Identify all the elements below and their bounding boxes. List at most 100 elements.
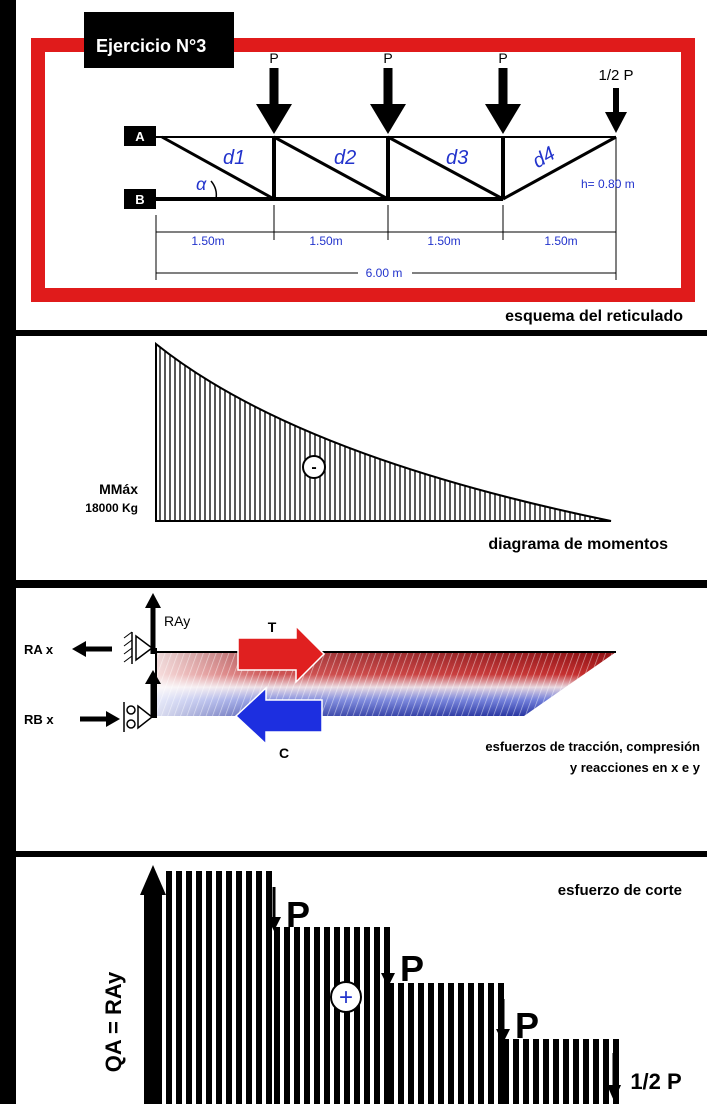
shear-load-arrow-half	[607, 1053, 621, 1101]
shear-load-arrow-3	[496, 999, 510, 1043]
shear-bar	[498, 983, 504, 1104]
stress-diagram-panel: RAy RA x	[16, 588, 707, 851]
shear-bar	[553, 1039, 559, 1104]
rbx-arrow	[80, 711, 120, 727]
shear-bar	[374, 927, 380, 1104]
load-arrow-3	[485, 68, 521, 134]
title-box	[84, 12, 234, 68]
support-b-icon	[123, 702, 154, 732]
shear-load-label-3: P	[515, 1005, 539, 1046]
shear-load-arrow-2	[381, 943, 395, 987]
shear-load-arrow-1	[267, 887, 281, 931]
shear-bar	[196, 871, 202, 1104]
compression-arrow	[234, 686, 323, 746]
shear-bar	[236, 871, 242, 1104]
shear-bar	[418, 983, 424, 1104]
total-label-bg	[358, 264, 412, 280]
shear-bar	[246, 871, 252, 1104]
panel3-caption-line1: esfuerzos de tracción, compresión	[485, 739, 700, 754]
node-a-box	[124, 126, 156, 146]
diagonal-d2	[273, 135, 389, 201]
load-label-2: P	[383, 50, 392, 66]
shear-bar	[384, 927, 390, 1104]
shear-bar	[583, 1039, 589, 1104]
shear-bar	[448, 983, 454, 1104]
shear-bar	[428, 983, 434, 1104]
shear-bar	[274, 927, 280, 1104]
shear-bar	[398, 983, 404, 1104]
shear-sign-circle	[330, 981, 362, 1013]
compression-label: C	[279, 745, 289, 761]
node-a-label: A	[135, 129, 145, 144]
span-label-2: 1.50m	[309, 234, 342, 248]
tension-label: T	[268, 619, 277, 635]
panel2-caption: diagrama de momentos	[488, 536, 668, 553]
title-text: Ejercicio N°3	[96, 36, 206, 56]
mmax-value: 18000 Kg	[85, 501, 138, 515]
support-a-icon	[123, 631, 154, 664]
shear-bar	[176, 871, 182, 1104]
rby-arrow	[145, 670, 161, 718]
shear-bar	[294, 927, 300, 1104]
shear-bar	[603, 1039, 609, 1104]
shear-bar	[284, 927, 290, 1104]
qa-label: QA = RAy	[101, 971, 126, 1072]
shear-bar	[408, 983, 414, 1104]
angle-arc	[210, 180, 218, 200]
moment-diagram-panel: - MMáx 18000 Kg diagrama de momentos	[16, 336, 707, 580]
label-d3: d3	[446, 147, 468, 169]
shear-load-label-half: 1/2 P	[630, 1069, 681, 1094]
rbx-label: RB x	[24, 712, 54, 727]
shear-bar	[324, 927, 330, 1104]
panel3-caption-line2: y reacciones en x e y	[570, 760, 701, 775]
shear-bar	[388, 983, 394, 1104]
shear-bar	[266, 871, 272, 1104]
shear-diagram-svg: QA = RAy P P P 1/2 P + esfuerzo de corte	[101, 865, 682, 1104]
shear-load-label-1: P	[286, 894, 310, 935]
shear-bar	[334, 927, 340, 1104]
shear-bar	[458, 983, 464, 1104]
truss-scheme-panel: Ejercicio N°3 A B P P	[16, 0, 707, 330]
shear-bar	[543, 1039, 549, 1104]
moment-sign-circle	[302, 455, 326, 479]
shear-bar	[226, 871, 232, 1104]
shear-bar	[166, 871, 172, 1104]
rax-label: RA x	[24, 642, 54, 657]
shear-bar	[314, 927, 320, 1104]
load-label-1: P	[269, 50, 278, 66]
ray-label: RAy	[164, 613, 190, 629]
rax-arrow	[72, 641, 112, 657]
span-label-4: 1.50m	[544, 234, 577, 248]
truss-scheme-svg: Ejercicio N°3 A B P P	[31, 12, 695, 325]
panel4-title: esfuerzo de corte	[558, 882, 682, 899]
diagonal-d1	[161, 135, 275, 201]
shear-bar	[344, 927, 350, 1104]
shear-bar	[563, 1039, 569, 1104]
moment-curve	[155, 341, 612, 522]
label-d1: d1	[223, 147, 245, 169]
shear-bar	[206, 871, 212, 1104]
mmax-label: MMáx	[99, 481, 138, 497]
ray-arrow	[145, 593, 161, 654]
shear-bar	[488, 983, 494, 1104]
label-d2: d2	[334, 147, 356, 169]
shear-diagram-panel: QA = RAy P P P 1/2 P + esfuerzo de corte	[16, 857, 707, 1104]
tension-arrow	[237, 624, 326, 684]
shear-bar	[468, 983, 474, 1104]
shear-bar	[503, 1039, 509, 1104]
total-label: 6.00 m	[366, 266, 403, 280]
span-label-3: 1.50m	[427, 234, 460, 248]
panel1-caption: esquema del reticulado	[505, 308, 683, 325]
shear-bar	[354, 927, 360, 1104]
shear-bar	[593, 1039, 599, 1104]
shear-bar	[186, 871, 192, 1104]
label-d4: d4	[529, 143, 559, 173]
red-frame	[31, 38, 695, 302]
shear-bar	[438, 983, 444, 1104]
stress-diagram-svg: RAy RA x	[24, 593, 701, 775]
angle-label: α	[196, 174, 207, 194]
shear-bar	[256, 871, 262, 1104]
load-arrow-half	[605, 88, 627, 133]
diagonal-d4	[502, 135, 617, 201]
moment-hatch	[159, 347, 606, 521]
